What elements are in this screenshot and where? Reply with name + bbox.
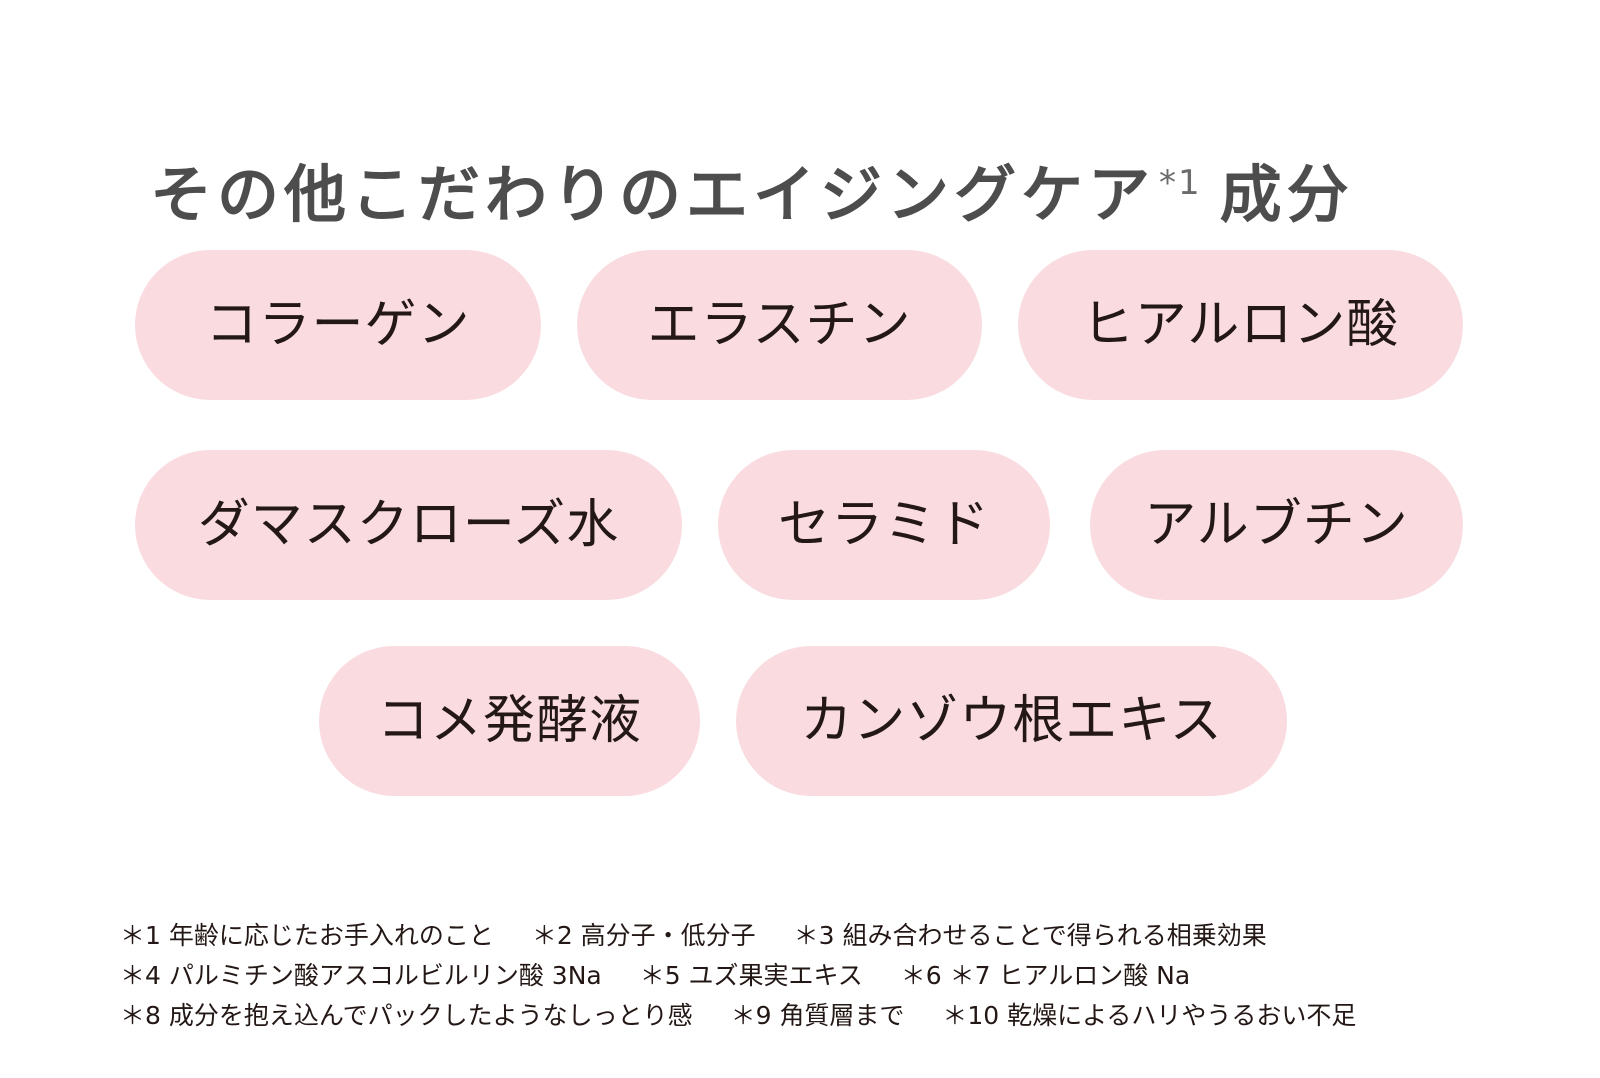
ingredient-label: コメ発酵液 — [376, 691, 642, 751]
ingredient-label: ヒアルロン酸 — [1081, 295, 1400, 355]
footnote-line: ＊1 年齢に応じたお手入れのこと ＊2 高分子・低分子 ＊3 組み合わせることで… — [120, 916, 1520, 956]
ingredient-pill-arbutin: アルブチン — [1090, 450, 1463, 600]
footnote-4: ＊4 パルミチン酸アスコルビルリン酸 3Na — [120, 961, 602, 990]
title-footnote-marker: *1 — [1159, 162, 1202, 203]
footnotes: ＊1 年齢に応じたお手入れのこと ＊2 高分子・低分子 ＊3 組み合わせることで… — [120, 916, 1520, 1036]
footnote-2: ＊2 高分子・低分子 — [531, 921, 756, 950]
ingredient-label: コラーゲン — [205, 295, 471, 355]
title-text: その他こだわりのエイジングケア — [150, 157, 1156, 231]
ingredient-pill-hyaluronic-acid: ヒアルロン酸 — [1018, 250, 1463, 400]
ingredient-pill-licorice-root-extract: カンゾウ根エキス — [736, 646, 1287, 796]
ingredient-pill-ceramide: セラミド — [718, 450, 1050, 600]
ingredient-label: アルブチン — [1144, 495, 1409, 555]
page-title: その他こだわりのエイジングケア*1 成分 — [150, 138, 1450, 231]
ingredient-pill-rice-ferment: コメ発酵液 — [319, 646, 700, 796]
title-suffix: 成分 — [1219, 157, 1354, 231]
footnote-3: ＊3 組み合わせることで得られる相乗効果 — [793, 921, 1267, 950]
ingredient-label: ダマスクローズ水 — [197, 495, 620, 555]
footnote-10: ＊10 乾燥によるハリやうるおい不足 — [942, 1001, 1357, 1030]
footnote-8: ＊8 成分を抱え込んでパックしたようなしっとり感 — [120, 1001, 693, 1030]
footnote-5: ＊5 ユズ果実エキス — [639, 961, 863, 990]
footnote-9: ＊9 角質層まで — [730, 1001, 905, 1030]
ingredient-label: エラスチン — [647, 295, 912, 355]
footnote-1: ＊1 年齢に応じたお手入れのこと — [120, 921, 494, 950]
ingredient-label: カンゾウ根エキス — [800, 691, 1223, 751]
ingredient-pill-damask-rose-water: ダマスクローズ水 — [135, 450, 682, 600]
ingredient-pill-collagen: コラーゲン — [135, 250, 541, 400]
footnote-line: ＊8 成分を抱え込んでパックしたようなしっとり感 ＊9 角質層まで ＊10 乾燥… — [120, 996, 1520, 1036]
footnote-line: ＊4 パルミチン酸アスコルビルリン酸 3Na ＊5 ユズ果実エキス ＊6 ＊7 … — [120, 956, 1520, 996]
ingredient-label: セラミド — [777, 495, 990, 555]
footnote-6-7: ＊6 ＊7 ヒアルロン酸 Na — [900, 961, 1191, 990]
ingredient-pill-elastin: エラスチン — [577, 250, 982, 400]
